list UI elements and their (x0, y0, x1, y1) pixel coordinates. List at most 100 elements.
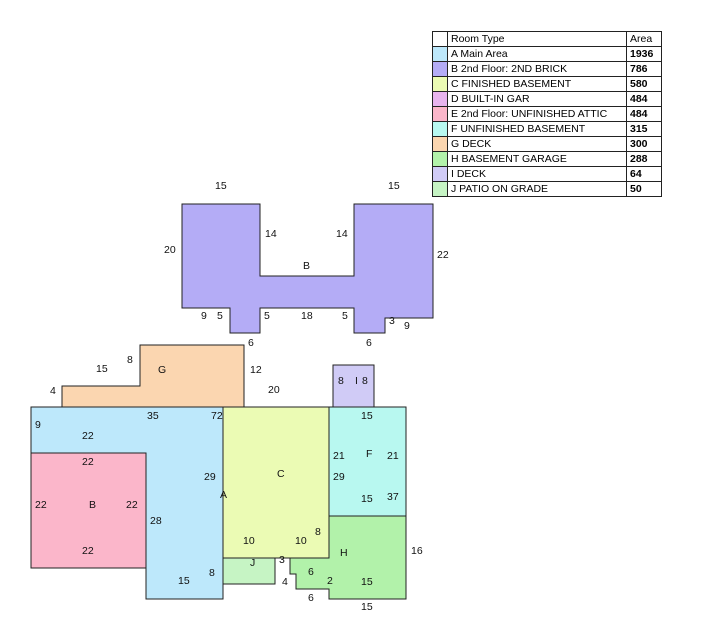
dim-label: 14 (265, 228, 277, 240)
legend-room-type: A Main Area (447, 46, 627, 62)
dim-label: 8 (127, 354, 133, 366)
legend-color-swatch (432, 181, 448, 197)
dim-label: 29 (333, 471, 345, 483)
dim-label: 15 (361, 601, 373, 613)
legend-swatch-header (432, 31, 448, 47)
legend-area-header: Area (626, 31, 662, 47)
room-label-i: I (355, 375, 358, 387)
dim-label: 15 (388, 180, 400, 192)
dim-label: 3 (389, 315, 395, 327)
dim-label: 15 (361, 493, 373, 505)
legend-color-swatch (432, 106, 448, 122)
legend-room-type: J PATIO ON GRADE (447, 181, 627, 197)
legend-area-value: 50 (626, 181, 662, 197)
dim-label: 9 (404, 320, 410, 332)
dim-label: 5 (342, 310, 348, 322)
legend-room-type: I DECK (447, 166, 627, 182)
dim-label: 18 (301, 310, 313, 322)
legend-color-swatch (432, 91, 448, 107)
legend-room-type: C FINISHED BASEMENT (447, 76, 627, 92)
legend-area-value: 580 (626, 76, 662, 92)
legend-area-value: 315 (626, 121, 662, 137)
legend-room-type: B 2nd Floor: 2ND BRICK (447, 61, 627, 77)
dim-label: 6 (308, 592, 314, 604)
room-b-2nd-floor (181, 203, 434, 334)
dim-label: 21 (333, 450, 345, 462)
dim-label: 72 (211, 410, 223, 422)
dim-label: 2 (327, 575, 333, 587)
legend-color-swatch (432, 61, 448, 77)
legend-header-row: Room Type Area (432, 31, 662, 47)
dim-label: 10 (243, 535, 255, 547)
dim-label: 15 (178, 575, 190, 587)
room-label-c: C (277, 468, 285, 480)
legend-color-swatch (432, 46, 448, 62)
dim-label: 6 (366, 337, 372, 349)
dim-label: 14 (336, 228, 348, 240)
room-e-attic (30, 452, 147, 569)
dim-label: 4 (282, 576, 288, 588)
room-label-f: F (366, 448, 372, 460)
room-c-finished-basement (222, 406, 330, 559)
dim-label: 16 (411, 545, 423, 557)
dim-label: 22 (437, 249, 449, 261)
dim-label: 20 (164, 244, 176, 256)
room-label-h: H (340, 547, 348, 559)
dim-label: 5 (264, 310, 270, 322)
dim-label: 20 (268, 384, 280, 396)
legend-room-type: G DECK (447, 136, 627, 152)
legend-color-swatch (432, 121, 448, 137)
dim-label: 10 (295, 535, 307, 547)
legend-area-value: 484 (626, 106, 662, 122)
dim-label: 8 (362, 375, 368, 387)
legend-room-type: H BASEMENT GARAGE (447, 151, 627, 167)
room-g-deck (61, 344, 245, 408)
legend-color-swatch (432, 166, 448, 182)
room-j-patio (222, 557, 276, 585)
dim-label: 8 (338, 375, 344, 387)
dim-label: 12 (250, 364, 262, 376)
legend-color-swatch (432, 136, 448, 152)
room-label-j: J (250, 557, 255, 569)
dim-label: 8 (315, 526, 321, 538)
dim-label: 3 (279, 554, 285, 566)
dim-label: 37 (387, 491, 399, 503)
dim-label: 22 (126, 499, 138, 511)
legend-type-header: Room Type (447, 31, 627, 47)
dim-label: 9 (35, 419, 41, 431)
legend-area-value: 300 (626, 136, 662, 152)
dim-label: 9 (201, 310, 207, 322)
dim-label: 4 (50, 385, 56, 397)
dim-label: 22 (82, 545, 94, 557)
room-label-b-top: B (303, 260, 310, 272)
dim-label: 15 (361, 410, 373, 422)
dim-label: 28 (150, 515, 162, 527)
dim-label: 15 (361, 576, 373, 588)
dim-label: 29 (204, 471, 216, 483)
legend-room-type: D BUILT-IN GAR (447, 91, 627, 107)
dim-label: 22 (82, 456, 94, 468)
legend-room-type: E 2nd Floor: UNFINISHED ATTIC (447, 106, 627, 122)
dim-label: 22 (35, 499, 47, 511)
room-label-g: G (158, 364, 166, 376)
room-label-a: A (220, 489, 227, 501)
legend-area-value: 64 (626, 166, 662, 182)
dim-label: 8 (209, 567, 215, 579)
dim-label: 15 (215, 180, 227, 192)
dim-label: 22 (82, 430, 94, 442)
legend-area-value: 1936 (626, 46, 662, 62)
dim-label: 15 (96, 363, 108, 375)
legend-area-value: 288 (626, 151, 662, 167)
